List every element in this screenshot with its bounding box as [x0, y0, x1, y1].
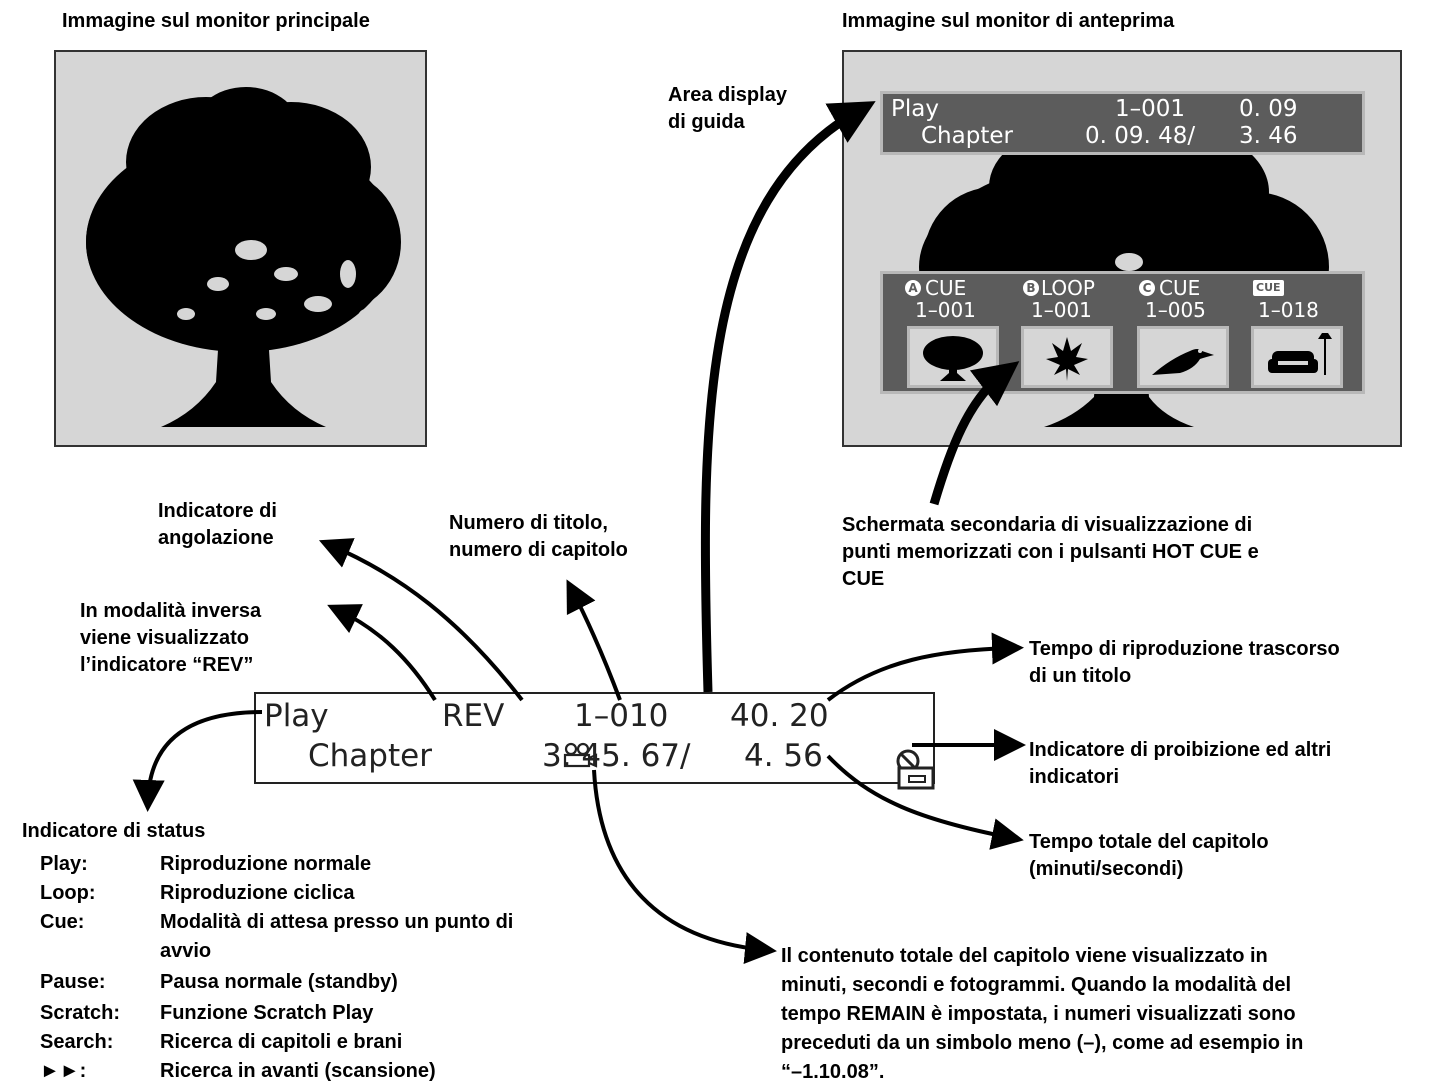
- mode-label: LOOP: [1041, 276, 1095, 300]
- arrow-memory-panel: [929, 361, 1020, 506]
- mode-label: CUE: [1159, 276, 1201, 300]
- thumbnail: [907, 326, 999, 388]
- memory-panel-label: Schermata secondaria di visualizzazione …: [842, 514, 1259, 590]
- thumbnail: [1021, 326, 1113, 388]
- badge-a: A: [905, 280, 921, 296]
- arrow-rev: [327, 604, 437, 702]
- title-number-label: Numero di titolo, numero di capitolo: [449, 512, 628, 561]
- arrow-guide-area: [700, 101, 876, 693]
- sofa-icon: [1268, 333, 1332, 375]
- tree-icon: [86, 87, 401, 427]
- guide-display-area: Play 1–001 0. 09 Chapter 0. 09. 48/ 3. 4…: [880, 91, 1365, 155]
- chapter-total-label: Tempo totale del capitolo (minuti/second…: [1029, 831, 1269, 880]
- prohibit-icon: [856, 712, 941, 838]
- arrow-status: [132, 710, 263, 812]
- guide-area-label: Area display di guida: [668, 84, 787, 133]
- preview-monitor: Play 1–001 0. 09 Chapter 0. 09. 48/ 3. 4…: [842, 50, 1402, 447]
- toucan-icon: [1152, 349, 1214, 375]
- arrow-elapsed: [826, 632, 1024, 702]
- guide-chapter-time: 0. 09. 48/: [1085, 123, 1196, 149]
- point-number: 1–005: [1145, 298, 1206, 322]
- main-monitor: [54, 50, 427, 447]
- thumbnail: [1251, 326, 1343, 388]
- display-chapter-total: 4. 56: [744, 738, 823, 774]
- display-chapter-time: 3. 45. 67/: [542, 738, 691, 774]
- preview-monitor-heading: Immagine sul monitor di anteprima: [842, 10, 1175, 32]
- guide-title-time: 0. 09: [1239, 96, 1298, 122]
- display-chapter-label: Chapter: [308, 738, 432, 774]
- thumbnail: [1137, 326, 1229, 388]
- display-title-chapter: 1–010: [574, 698, 669, 734]
- arrow-chapter-content: [592, 769, 777, 965]
- badge-b: B: [1023, 280, 1039, 296]
- guide-status: Play: [891, 96, 939, 122]
- display-title-time: 40. 20: [730, 698, 829, 734]
- arrow-chapter-total: [826, 754, 1024, 850]
- legend-heading: Indicatore di status: [22, 820, 206, 842]
- leaf-icon: [1046, 337, 1088, 381]
- angle-icon: [524, 704, 599, 812]
- status-display: Play REV 1–010 40. 20 Chapter 3. 45. 67/…: [254, 692, 935, 790]
- elapsed-time-label: Tempo di riproduzione trascorso di un ti…: [1029, 638, 1340, 687]
- guide-title-chapter: 1–001: [1115, 96, 1186, 122]
- guide-chapter-label: Chapter: [921, 123, 1013, 149]
- angle-indicator-label: Indicatore di angolazione: [158, 500, 277, 549]
- prohibit-indicator-label: Indicatore di proibizione ed altri indic…: [1029, 739, 1332, 788]
- point-number: 1–018: [1258, 298, 1319, 322]
- memory-points-panel: A CUE 1–001 B LOOP 1–001 C CUE 1–005: [880, 271, 1365, 394]
- badge-c: C: [1139, 280, 1155, 296]
- tree-icon: [923, 336, 983, 381]
- cue-badge: CUE: [1253, 280, 1284, 296]
- main-monitor-heading: Immagine sul monitor principale: [62, 10, 370, 32]
- point-number: 1–001: [1031, 298, 1092, 322]
- mode-label: CUE: [925, 276, 967, 300]
- arrow-title-number: [566, 579, 622, 701]
- arrow-angle: [318, 538, 524, 702]
- guide-chapter-total: 3. 46: [1239, 123, 1298, 149]
- display-rev: REV: [442, 698, 505, 734]
- display-status: Play: [264, 698, 329, 734]
- rev-indicator-label: In modalità inversa viene visualizzato l…: [80, 600, 262, 676]
- point-number: 1–001: [915, 298, 976, 322]
- chapter-content-label: Il contenuto totale del capitolo viene v…: [781, 945, 1304, 1083]
